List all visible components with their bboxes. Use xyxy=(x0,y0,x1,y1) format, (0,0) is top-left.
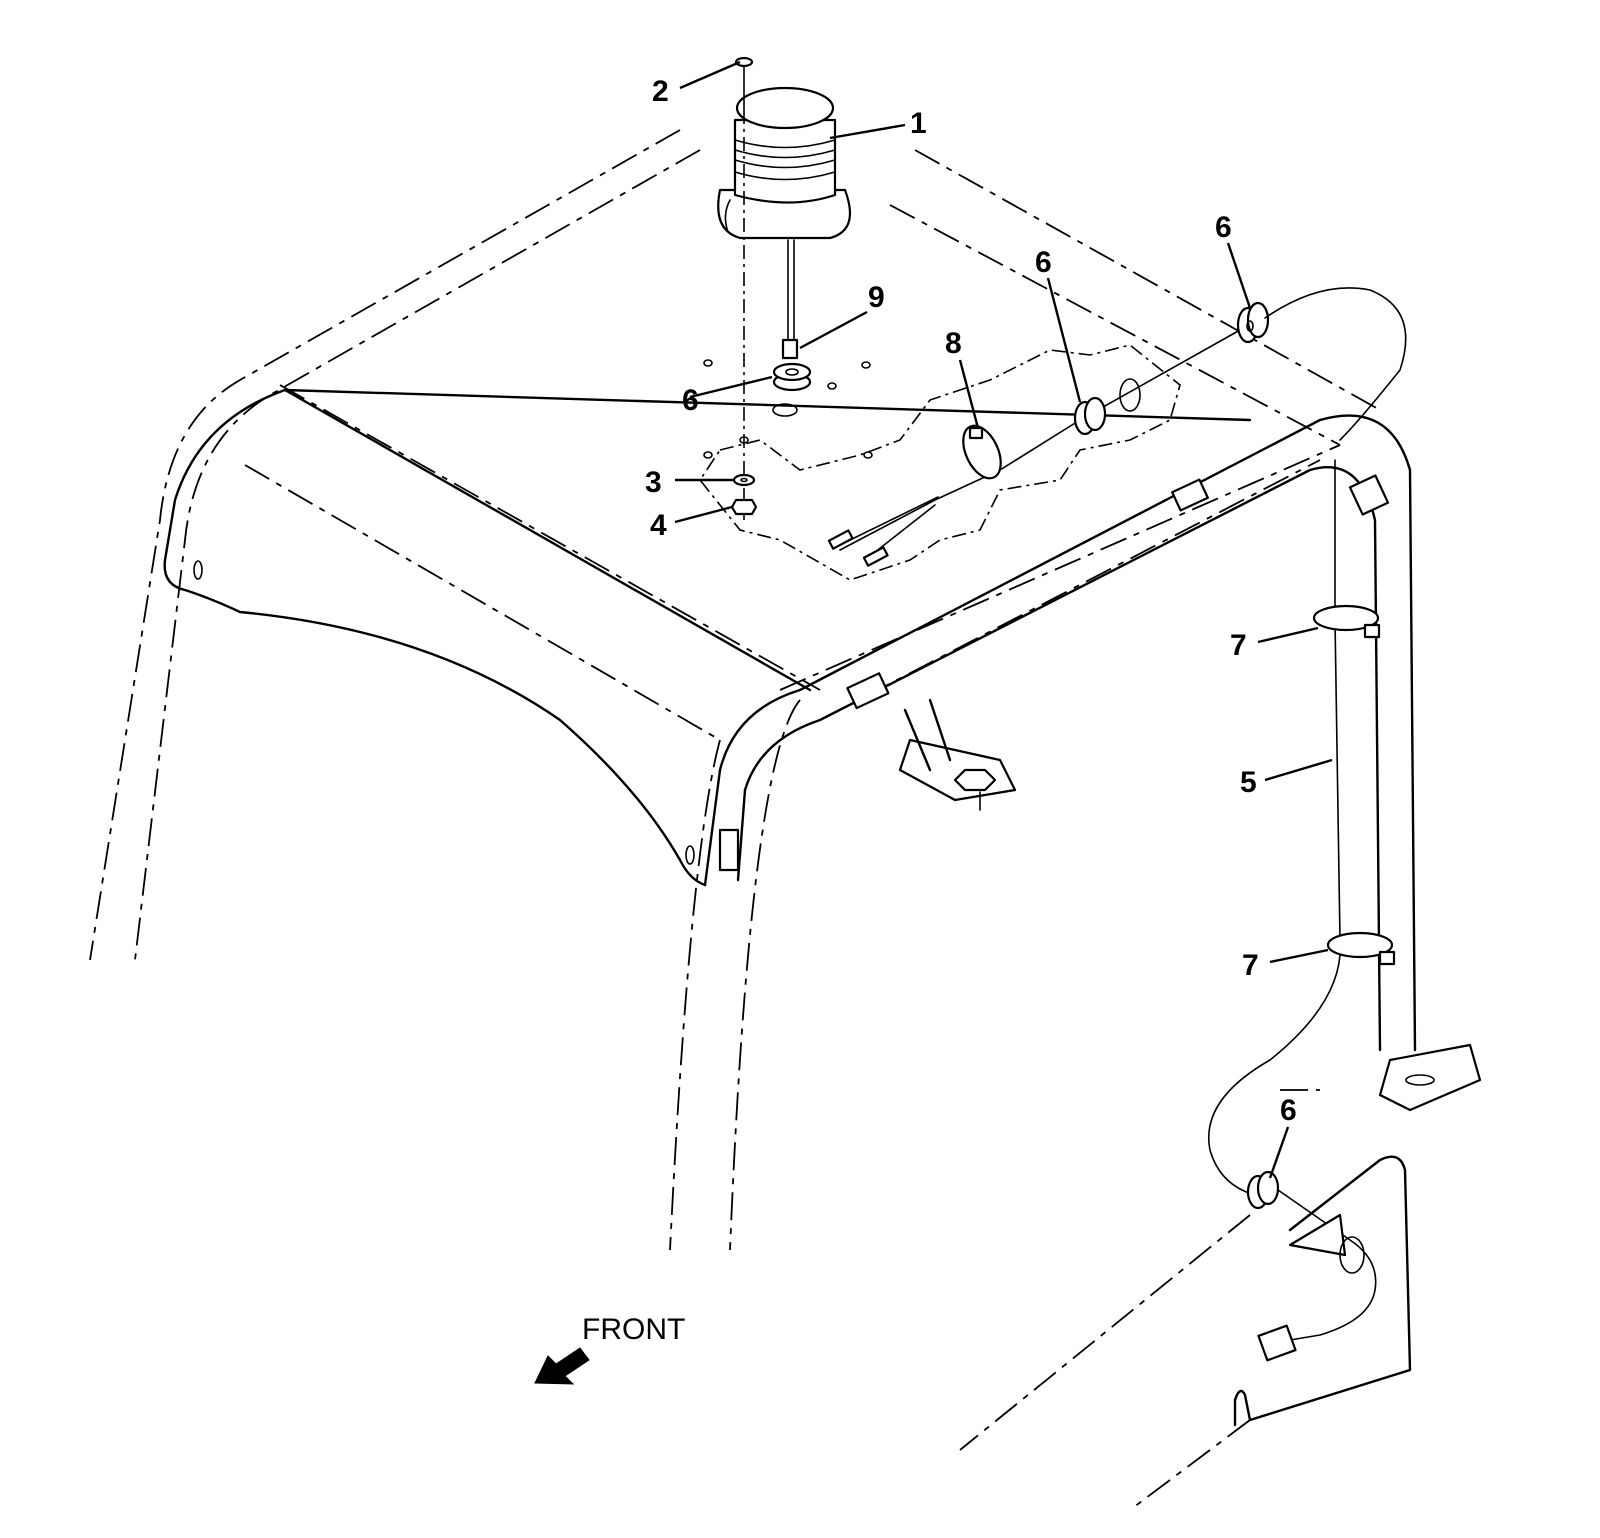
callout-4: 4 xyxy=(650,509,667,542)
beacon-light xyxy=(717,86,852,360)
roof-slot xyxy=(685,845,695,865)
hinge-bracket xyxy=(846,672,890,710)
leader-lines xyxy=(674,60,1333,1179)
callout-7-lower: 7 xyxy=(1242,949,1259,982)
washer xyxy=(732,473,756,487)
callout-2: 2 xyxy=(652,75,669,108)
rear-foot-plate xyxy=(1378,1043,1482,1112)
callout-6-lower: 6 xyxy=(1280,1094,1297,1127)
roof-hole xyxy=(772,403,798,417)
harness-plug xyxy=(1257,1324,1297,1362)
callout-1: 1 xyxy=(910,107,927,140)
callout-5: 5 xyxy=(1240,766,1257,799)
arrow-down-left-icon xyxy=(534,1347,590,1385)
rops-frame xyxy=(703,414,1482,1112)
harness-connector xyxy=(862,546,889,567)
lower-panel xyxy=(959,1155,1412,1511)
roof-shell xyxy=(163,388,1252,887)
front-indicator: FRONT xyxy=(534,1313,685,1385)
nut xyxy=(730,498,758,516)
panel-hole xyxy=(1339,1236,1365,1274)
clamp-7 xyxy=(1326,931,1394,959)
front-label: FRONT xyxy=(582,1313,685,1346)
breakaway-hidden-region xyxy=(699,344,1181,581)
hinge-bracket xyxy=(1171,478,1209,512)
front-mount-plate xyxy=(898,738,1017,802)
roof-hole xyxy=(1119,378,1141,412)
mount-bolt xyxy=(953,768,997,792)
wire-harness xyxy=(827,287,1407,1362)
callout-8: 8 xyxy=(945,327,962,360)
callout-7-upper: 7 xyxy=(1230,629,1247,662)
hinge-bracket xyxy=(1348,474,1390,516)
roof-slot xyxy=(193,560,203,580)
callouts: 1 2 3 4 5 6 6 6 6 7 7 8 9 xyxy=(645,75,1297,1127)
callout-6-roof: 6 xyxy=(1035,246,1052,279)
callout-3: 3 xyxy=(645,466,662,499)
callout-6-upper: 6 xyxy=(1215,211,1232,244)
callout-9: 9 xyxy=(868,281,885,314)
beacon-connector xyxy=(781,338,799,360)
clamp-7 xyxy=(1312,604,1380,632)
callout-6-beacon: 6 xyxy=(682,384,699,417)
canopy-roof-outline xyxy=(89,129,1381,1251)
harness-connector xyxy=(827,529,854,550)
hinge-bracket xyxy=(718,828,740,872)
